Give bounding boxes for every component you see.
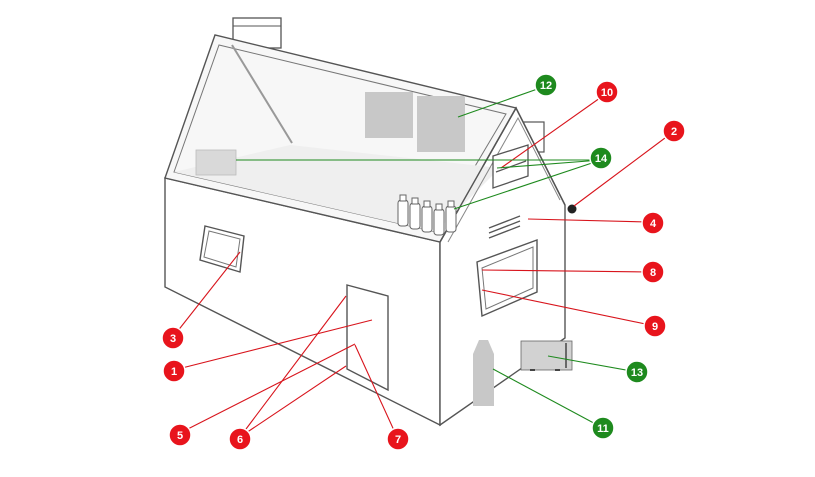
marker-circle — [643, 314, 667, 338]
door — [346, 284, 389, 392]
marker-number: 6 — [237, 434, 243, 446]
solar-panel-right — [417, 96, 465, 152]
marker-number: 7 — [395, 434, 401, 446]
marker-number: 11 — [597, 423, 609, 435]
marker-circle — [228, 427, 252, 451]
marker-5: 5 — [168, 423, 192, 447]
marker-number: 13 — [631, 367, 643, 379]
marker-circle — [534, 73, 558, 97]
marker-circle — [662, 119, 686, 143]
marker-circle — [168, 423, 192, 447]
marker-8: 8 — [641, 260, 665, 284]
marker-circle — [161, 326, 185, 350]
marker-2: 2 — [662, 119, 686, 143]
marker-12: 12 — [534, 73, 558, 97]
marker-3: 3 — [161, 326, 185, 350]
outdoor-sensor — [567, 204, 577, 214]
gable-window — [476, 238, 538, 318]
marker-number: 8 — [650, 267, 656, 279]
marker-6: 6 — [228, 427, 252, 451]
attic-box — [195, 149, 237, 176]
solar-panel-left — [365, 92, 413, 138]
roof-inner — [173, 44, 507, 233]
marker-number: 4 — [650, 218, 657, 230]
marker-number: 10 — [601, 87, 613, 99]
water-tank — [473, 340, 494, 406]
marker-number: 1 — [171, 366, 177, 378]
marker-circle — [641, 211, 665, 235]
marker-14: 14 — [589, 146, 613, 170]
marker-circle — [625, 360, 649, 384]
wall-vent — [488, 215, 521, 239]
marker-number: 9 — [652, 321, 658, 333]
marker-10: 10 — [595, 80, 619, 104]
marker-13: 13 — [625, 360, 649, 384]
marker-circle — [595, 80, 619, 104]
marker-1: 1 — [162, 359, 186, 383]
marker-circle — [591, 416, 615, 440]
marker-7: 7 — [386, 427, 410, 451]
outdoor-unit — [520, 340, 573, 371]
marker-number: 2 — [671, 126, 677, 138]
marker-circle — [589, 146, 613, 170]
marker-4: 4 — [641, 211, 665, 235]
problem-leader-lines — [172, 92, 674, 438]
marker-circle — [641, 260, 665, 284]
marker-number: 5 — [177, 430, 183, 442]
marker-circle — [162, 359, 186, 383]
marker-number: 12 — [540, 80, 552, 92]
marker-circle — [386, 427, 410, 451]
marker-11: 11 — [591, 416, 615, 440]
marker-number: 14 — [595, 153, 608, 165]
solution-leader-lines — [236, 85, 638, 429]
marker-9: 9 — [643, 314, 667, 338]
water-bottles — [397, 194, 457, 236]
marker-number: 3 — [170, 333, 176, 345]
